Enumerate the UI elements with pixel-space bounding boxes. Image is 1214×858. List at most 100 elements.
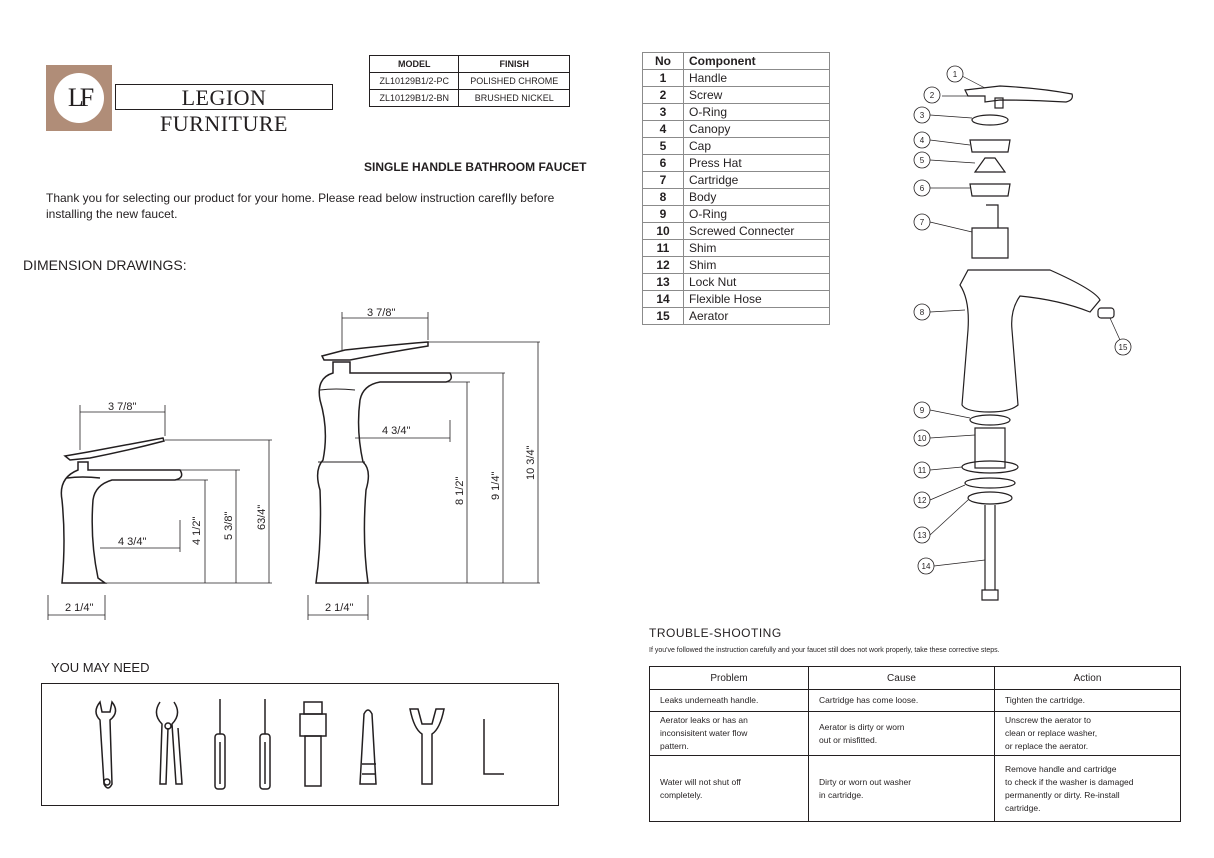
trouble-title: TROUBLE-SHOOTING xyxy=(649,626,782,640)
component-no: 13 xyxy=(642,273,684,291)
component-name: Flexible Hose xyxy=(683,290,830,308)
tall-base-label: 2 1/4" xyxy=(325,602,353,614)
callout-9: 9 xyxy=(920,406,925,415)
exploded-view: 1 2 3 4 5 6 7 8 9 10 11 12 13 14 15 xyxy=(913,65,1132,601)
model-cell: ZL10129B1/2-BN xyxy=(368,89,460,107)
short-spout-reach-label: 4 3/4" xyxy=(118,536,146,548)
part-aerator xyxy=(1097,307,1115,319)
model-cell: ZL10129B1/2-PC xyxy=(368,72,460,90)
part-shim-2 xyxy=(964,477,1016,489)
callout-7: 7 xyxy=(920,218,925,227)
intro-text: Thank you for selecting our product for … xyxy=(46,191,555,221)
short-height-2-label: 5 3/8" xyxy=(223,512,235,540)
component-name: Body xyxy=(683,188,830,206)
callout-1: 1 xyxy=(953,70,958,79)
callout-15: 15 xyxy=(1119,343,1128,352)
component-no: 11 xyxy=(642,239,684,257)
dimension-title: DIMENSION DRAWINGS: xyxy=(23,257,187,273)
model-finish-table: MODEL FINISH ZL10129B1/2-PC POLISHED CHR… xyxy=(368,55,570,107)
tall-height-1-label: 8 1/2" xyxy=(454,477,466,505)
faucet-key-icon xyxy=(409,708,445,785)
table-row: Water will not shut off completely. Dirt… xyxy=(649,755,1181,822)
component-no: 5 xyxy=(642,137,684,155)
problem-header: Problem xyxy=(649,666,809,690)
part-screw xyxy=(994,97,1004,109)
component-no: 3 xyxy=(642,103,684,121)
table-row: Aerator leaks or has an inconsisitent wa… xyxy=(649,711,1181,756)
callout-3: 3 xyxy=(920,111,925,120)
component-no: 10 xyxy=(642,222,684,240)
component-name: Shim xyxy=(683,256,830,274)
document-title: SINGLE HANDLE BATHROOM FAUCET xyxy=(364,160,587,174)
action-header: Action xyxy=(994,666,1181,690)
dimension-drawings: 3 7/8" 4 3/4" 2 1/4" 4 1/2" 5 3/8" 63/4"… xyxy=(47,307,540,620)
component-no: 4 xyxy=(642,120,684,138)
callout-14: 14 xyxy=(922,562,931,571)
part-o-ring-bottom xyxy=(969,414,1011,426)
table-row: Leaks underneath handle. Cartridge has c… xyxy=(649,689,1181,712)
component-name: O-Ring xyxy=(683,205,830,223)
finish-cell: POLISHED CHROME xyxy=(458,72,570,90)
phillips-screwdriver-icon xyxy=(259,699,271,790)
callout-8: 8 xyxy=(920,308,925,317)
component-no: 7 xyxy=(642,171,684,189)
finish-header: FINISH xyxy=(458,55,570,73)
callout-4: 4 xyxy=(920,136,925,145)
problem-cell: Leaks underneath handle. xyxy=(649,689,809,712)
trouble-table: Problem Cause Action Leaks underneath ha… xyxy=(649,666,1181,822)
brand-name: LEGION FURNITURE xyxy=(115,84,333,136)
action-cell: Unscrew the aerator to clean or replace … xyxy=(994,711,1181,756)
tall-height-3-label: 10 3/4" xyxy=(525,445,537,480)
adjustable-wrench-icon xyxy=(95,700,117,789)
component-no: 15 xyxy=(642,307,684,325)
component-name: Lock Nut xyxy=(683,273,830,291)
brand-logo: LF xyxy=(46,65,112,131)
finish-cell: BRUSHED NICKEL xyxy=(458,89,570,107)
cause-cell: Cartridge has come loose. xyxy=(808,689,995,712)
tools-title: YOU MAY NEED xyxy=(51,660,150,675)
short-height-1-label: 4 1/2" xyxy=(191,517,203,545)
short-base-label: 2 1/4" xyxy=(65,602,93,614)
tall-faucet-body xyxy=(315,361,453,584)
callout-10: 10 xyxy=(918,434,927,443)
model-header: MODEL xyxy=(368,55,460,73)
short-height-3-label: 63/4" xyxy=(256,505,268,530)
problem-cell: Aerator leaks or has an inconsisitent wa… xyxy=(649,711,809,756)
action-cell: Remove handle and cartridge to check if … xyxy=(994,755,1181,822)
logo-monogram: LF xyxy=(54,73,104,123)
component-no: 8 xyxy=(642,188,684,206)
component-name: Cap xyxy=(683,137,830,155)
component-name: Cartridge xyxy=(683,171,830,189)
component-header: Component xyxy=(683,52,830,70)
component-no: 9 xyxy=(642,205,684,223)
part-screwed-connecter xyxy=(974,427,1006,469)
callout-13: 13 xyxy=(918,531,927,540)
cause-cell: Aerator is dirty or worn out or misfitte… xyxy=(808,711,995,756)
component-name: Canopy xyxy=(683,120,830,138)
callout-11: 11 xyxy=(918,466,927,475)
tall-handle-width-label: 3 7/8" xyxy=(367,307,395,319)
part-o-ring-top xyxy=(971,114,1009,126)
component-name: Shim xyxy=(683,239,830,257)
component-name: Aerator xyxy=(683,307,830,325)
component-name: O-Ring xyxy=(683,103,830,121)
tools-box xyxy=(41,683,559,806)
part-press-hat xyxy=(969,183,1011,197)
plumbers-putty-icon xyxy=(359,709,377,785)
component-name: Screwed Connecter xyxy=(683,222,830,240)
no-header: No xyxy=(642,52,684,70)
part-canopy xyxy=(969,139,1011,153)
tall-spout-reach-label: 4 3/4" xyxy=(382,425,410,437)
